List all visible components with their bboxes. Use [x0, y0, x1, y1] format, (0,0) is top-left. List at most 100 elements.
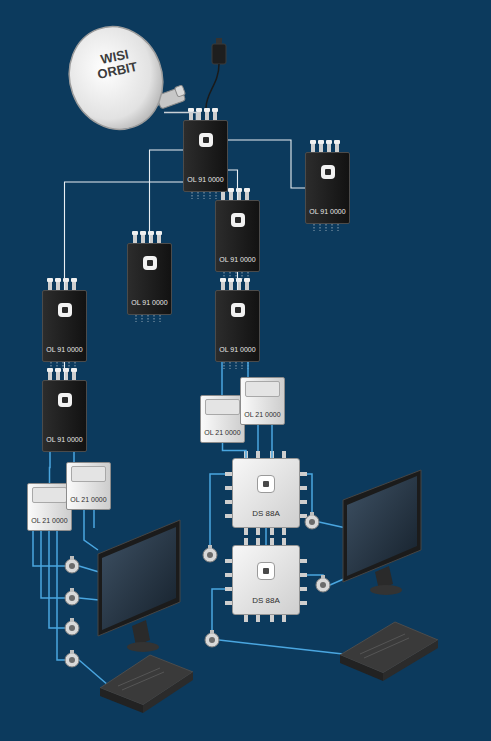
optical-unit: OL 91 0000	[42, 290, 87, 362]
illustration-part	[57, 531, 65, 660]
illustration-part	[98, 520, 180, 636]
illustration-part	[79, 566, 99, 572]
power-adapter	[206, 38, 226, 108]
dish-reflector	[68, 24, 164, 132]
cable-connector	[49, 452, 51, 483]
illustration-part	[210, 474, 225, 548]
illustration-part	[319, 522, 346, 528]
illustration-part	[51, 362, 75, 369]
optical-unit: OL 91 0000	[42, 380, 87, 452]
illustration-part	[205, 630, 219, 647]
device-label: DS 88A	[252, 509, 280, 519]
optical-unit: OL 91 0000	[215, 290, 260, 362]
illustration-part	[310, 140, 340, 152]
illustration-part	[343, 470, 421, 582]
device-label: DS 88A	[252, 596, 280, 606]
tv-screen	[343, 470, 421, 595]
cable-connector	[265, 528, 267, 545]
illustration-part	[192, 192, 216, 199]
cable-connector	[150, 150, 184, 243]
illustration-part	[224, 272, 248, 279]
illustration-part	[347, 476, 417, 576]
illustration-part	[65, 650, 79, 667]
optical-unit: OL 91 0000	[215, 200, 260, 272]
optical-unit: OL 91 0000	[183, 120, 228, 192]
illustration-part	[65, 556, 79, 573]
illustration-part	[307, 474, 312, 515]
illustration-part	[305, 512, 319, 529]
cable-connector	[221, 362, 223, 395]
cable-connector	[164, 113, 197, 120]
illustration-part	[212, 44, 226, 64]
device-label: OL 91 0000	[309, 208, 345, 216]
device-label: OL 91 0000	[219, 346, 255, 354]
illustration-part	[314, 224, 338, 231]
set-top-box	[340, 622, 438, 681]
illustration-part	[225, 538, 307, 622]
device-label: OL 91 0000	[219, 256, 255, 264]
optical-unit: OL 91 0000	[305, 152, 350, 224]
illustration-part	[360, 634, 409, 658]
satellite-dish: WISI ORBIT	[68, 24, 164, 132]
coax-cables	[33, 425, 346, 685]
dish-shape	[55, 13, 177, 142]
device-label: OL 21 0000	[244, 411, 280, 419]
cable-connector	[64, 362, 65, 380]
illustration-part	[370, 585, 402, 595]
illustration-part	[47, 368, 77, 380]
device-label: OL 91 0000	[46, 436, 82, 444]
illustration-part	[224, 362, 248, 369]
illustration-part	[132, 231, 162, 243]
cable-connector	[228, 170, 238, 200]
illustration-part	[216, 38, 222, 44]
multiswitch: DS 88A	[232, 545, 300, 615]
illustration-part	[340, 655, 383, 681]
illustration-part	[93, 510, 95, 528]
illustration-part	[79, 598, 99, 600]
cable-connector	[237, 272, 238, 290]
illustration-part	[65, 588, 79, 605]
device-label: OL 21 0000	[70, 496, 106, 504]
device-label: OL 91 0000	[131, 299, 167, 307]
cable-connector	[247, 362, 249, 377]
illustration-part	[316, 575, 330, 592]
device-label: OL 21 0000	[204, 429, 240, 437]
cable-connector	[223, 443, 247, 458]
illustration-part	[203, 545, 217, 562]
illustration-part	[118, 668, 164, 690]
optical-converter: OL 21 0000	[200, 395, 245, 443]
illustration-part	[41, 531, 65, 598]
illustration-part	[79, 660, 108, 685]
illustration-part	[47, 278, 77, 290]
illustration-part	[100, 688, 143, 713]
tv-screen	[98, 520, 180, 652]
illustration-part	[212, 589, 225, 633]
illustration-part	[219, 640, 343, 654]
illustration-part	[102, 527, 176, 630]
cable-connector	[73, 452, 75, 462]
illustration-part	[65, 618, 79, 635]
cable-connector	[271, 425, 273, 458]
illustration-part	[84, 510, 98, 550]
illustration-part	[188, 108, 218, 120]
device-label: OL 91 0000	[46, 346, 82, 354]
cable-connector	[228, 140, 305, 188]
multiswitch: DS 88A	[232, 458, 300, 528]
optical-converter: OL 21 0000	[66, 462, 111, 510]
illustration-part	[175, 85, 186, 97]
illustration-part	[206, 64, 219, 108]
illustration-part	[257, 425, 259, 451]
illustration-part	[220, 278, 250, 290]
illustration-part	[136, 315, 160, 322]
device-label: OL 21 0000	[31, 517, 67, 525]
optical-converter: OL 21 0000	[240, 377, 285, 425]
set-top-box	[100, 655, 193, 713]
illustration-part	[307, 575, 323, 578]
device-label: OL 91 0000	[187, 176, 223, 184]
optical-unit: OL 91 0000	[127, 243, 172, 315]
illustration-part	[225, 451, 307, 535]
